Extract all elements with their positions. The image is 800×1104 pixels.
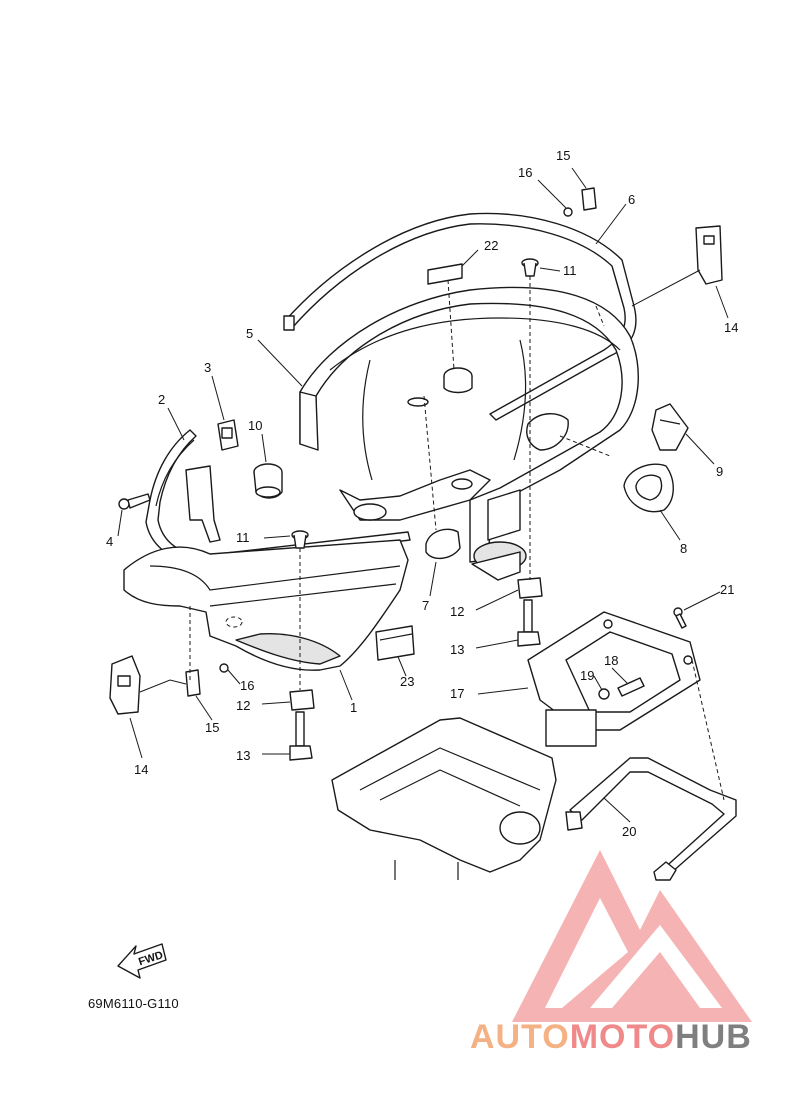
callout-15-left: 15 <box>205 720 219 735</box>
grommets <box>425 403 689 559</box>
callout-14-left: 14 <box>134 762 148 777</box>
diagram-code: 69M6110-G110 <box>88 996 179 1011</box>
watermark-part-moto: MOTO <box>569 1018 676 1056</box>
callout-5: 5 <box>246 326 253 341</box>
watermark-part-hub: HUB <box>675 1018 752 1056</box>
callout-3: 3 <box>204 360 211 375</box>
watermark-part-auto: AUTO <box>470 1018 570 1056</box>
callout-8: 8 <box>680 541 687 556</box>
callout-16-left: 16 <box>240 678 254 693</box>
watermark-text: AUTOMOTOHUB <box>470 1018 752 1057</box>
callout-11-top: 11 <box>563 263 577 278</box>
frame-part-20 <box>565 757 737 881</box>
watermark-logo <box>512 850 752 1022</box>
callout-13-left: 13 <box>236 748 250 763</box>
callout-6: 6 <box>628 192 635 207</box>
callout-4: 4 <box>106 534 113 549</box>
small-parts <box>118 258 539 549</box>
bottom-cowling-part-1 <box>123 539 409 671</box>
clips <box>109 187 723 715</box>
bolts <box>289 577 543 761</box>
stickers <box>375 625 415 661</box>
callout-9: 9 <box>716 464 723 479</box>
callout-11-mid: 11 <box>236 530 250 545</box>
callout-23: 23 <box>400 674 414 689</box>
callout-2: 2 <box>158 392 165 407</box>
seal-part-6 <box>283 212 637 421</box>
callout-7: 7 <box>422 598 429 613</box>
callout-16-top: 16 <box>518 165 532 180</box>
callout-14-right: 14 <box>724 320 738 335</box>
callout-22: 22 <box>484 238 498 253</box>
callout-10: 10 <box>248 418 262 433</box>
callout-1: 1 <box>350 700 357 715</box>
lower-casing <box>331 717 557 880</box>
callout-21: 21 <box>720 582 734 597</box>
leader-lines <box>117 167 729 823</box>
callout-19: 19 <box>580 668 594 683</box>
callout-12-left: 12 <box>236 698 250 713</box>
bottom-cowling-part-5 <box>299 286 639 581</box>
callout-18: 18 <box>604 653 618 668</box>
callout-labels: 15 16 6 22 11 14 5 3 2 10 9 4 11 8 7 12 … <box>106 148 738 839</box>
callout-13-right: 13 <box>450 642 464 657</box>
callout-17: 17 <box>450 686 464 701</box>
fwd-arrow-icon: FWD <box>117 943 167 979</box>
callout-20: 20 <box>622 824 636 839</box>
mount-plate-part-17 <box>527 607 701 747</box>
guide-lines <box>189 276 725 801</box>
callout-15-top: 15 <box>556 148 570 163</box>
callout-12-right: 12 <box>450 604 464 619</box>
